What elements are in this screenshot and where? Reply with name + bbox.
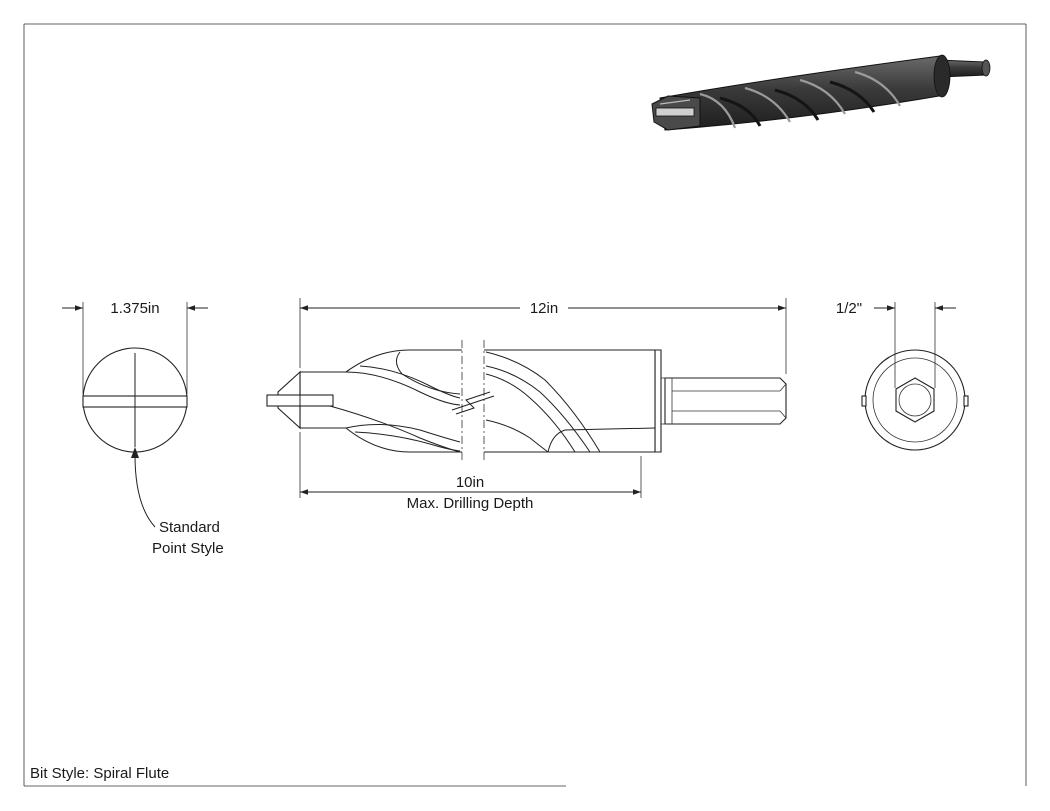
drilling-depth-label: Max. Drilling Depth <box>407 495 534 512</box>
overall-length-label: 12in <box>530 300 558 317</box>
end-view-point <box>62 302 208 528</box>
end-view-shank <box>861 302 969 451</box>
callout-line-2: Point Style <box>152 540 224 557</box>
iso-drill-bit-view <box>651 54 991 131</box>
shank-size-label: 1/2" <box>836 300 862 317</box>
drilling-depth-value: 10in <box>456 474 484 491</box>
side-view-drill-bit <box>266 298 787 498</box>
bit-style-label: Bit Style: Spiral Flute <box>30 765 169 782</box>
drawing-frame <box>23 23 1027 787</box>
callout-line-1: Standard <box>159 519 220 536</box>
point-diameter-label: 1.375in <box>110 300 159 317</box>
